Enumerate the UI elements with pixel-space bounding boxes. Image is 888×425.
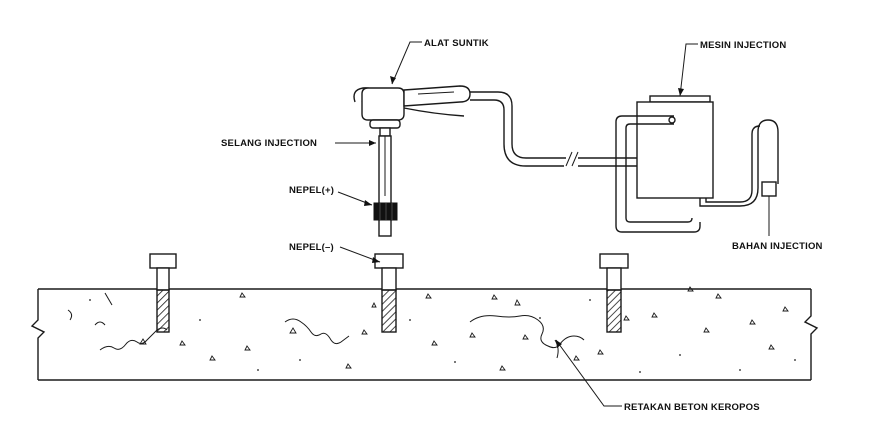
- nipple-plus-collar: [373, 202, 398, 221]
- concrete-slab: [30, 288, 819, 381]
- crack-lines: [99, 315, 585, 359]
- injection-tube-vertical: [378, 135, 392, 237]
- label-bahan-injection: BAHAN INJECTION: [732, 241, 823, 252]
- label-mesin-injection: MESIN INJECTION: [700, 40, 786, 51]
- nipple-middle: [374, 253, 404, 333]
- label-nepel-plus: NEPEL(+): [289, 185, 334, 196]
- concrete-aggregate: [67, 286, 796, 373]
- label-nepel-minus: NEPEL(–): [289, 242, 334, 253]
- label-retakan-beton-keropos: RETAKAN BETON KEROPOS: [624, 402, 760, 413]
- nipple-right: [599, 253, 629, 333]
- label-selang-injection: SELANG INJECTION: [221, 138, 317, 149]
- injection-machine: [615, 95, 779, 236]
- leader-lines: [335, 41, 698, 407]
- label-alat-suntik: ALAT SUNTIK: [424, 38, 489, 49]
- injection-gun: [353, 85, 471, 137]
- nipple-left: [149, 253, 177, 333]
